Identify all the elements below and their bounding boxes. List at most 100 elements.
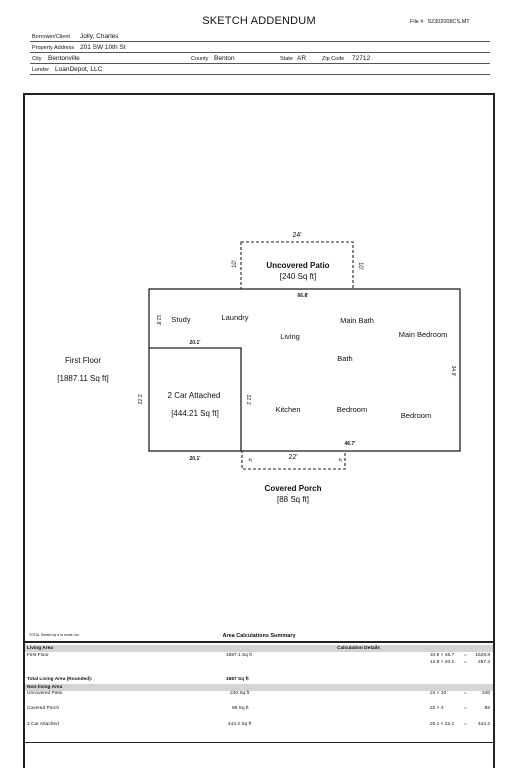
table-row: Covered Porch 88 Sq ft xyxy=(25,706,493,713)
dim-porch-width: 22' xyxy=(288,454,297,461)
area-summary-divider xyxy=(23,641,495,643)
address-label: Property Address xyxy=(32,45,75,51)
calc-eq: = xyxy=(464,660,467,665)
file-number-value: S2302008CS.MT xyxy=(427,19,470,25)
dim-garage-left: 22.1' xyxy=(138,394,144,405)
first-floor-name: First Floor xyxy=(27,653,49,658)
calc-line: 20.1 × 22.1 = 444.2 xyxy=(430,722,490,729)
file-number: File #S2302008CS.MT xyxy=(410,19,470,25)
city-value: Bentonville xyxy=(48,55,80,62)
room-bedroom: Bedroom xyxy=(337,405,367,414)
nonliving-name: 2 Car Attached xyxy=(27,722,59,727)
first-floor-area: [1887.11 Sq ft] xyxy=(57,374,108,383)
table-row: First Floor 1887.1 Sq ft xyxy=(25,653,493,660)
garage-area: [444.21 Sq ft] xyxy=(171,409,219,418)
room-living: Living xyxy=(280,332,300,341)
room-study: Study xyxy=(171,315,190,324)
address-value: 201 SW 10th St xyxy=(80,44,126,51)
table-row: 2 Car Attached 444.2 Sq ft xyxy=(25,722,493,729)
zip-label: Zip Code xyxy=(322,56,345,62)
calc-line: 34.9 × 46.7 = 1629.8 xyxy=(430,653,490,660)
porch-area: [88 Sq ft] xyxy=(277,495,309,504)
room-bath: Bath xyxy=(337,354,352,363)
county-label: County xyxy=(191,56,209,62)
dim-garage-top: 20.1' xyxy=(190,340,201,346)
calc-eq: = xyxy=(464,722,467,727)
dim-top: 66.8' xyxy=(298,293,309,299)
dim-porch-right: 4' xyxy=(336,458,342,462)
first-floor-outline xyxy=(148,288,461,452)
dim-patio-width: 24' xyxy=(292,232,301,239)
total-living-label: Total Living Area (Rounded): xyxy=(27,677,93,682)
state-label: State xyxy=(280,56,293,62)
dim-study-side: 12.8' xyxy=(155,315,161,326)
total-living-value: 1887 Sq ft xyxy=(226,677,249,682)
calc-expr: 20.1 × 22.1 xyxy=(430,722,455,727)
nonliving-header-row: Non-living Area xyxy=(25,684,493,691)
living-area-header: Living Area xyxy=(27,645,53,651)
area-summary-bottom-rule xyxy=(23,742,495,743)
lender-row: Lender LoanDepot, LLC xyxy=(30,64,490,75)
garage-label: 2 Car Attached xyxy=(168,391,221,400)
nonliving-name: Covered Porch xyxy=(27,706,59,711)
dim-bottom-left: 20.1' xyxy=(190,456,201,462)
room-bedroom: Bedroom xyxy=(401,411,431,420)
calc-expr: 24 × 10 xyxy=(430,691,447,696)
table-row: Uncovered Patio 240 Sq ft xyxy=(25,691,493,698)
address-row: Property Address 201 SW 10th St xyxy=(30,42,490,53)
calc-eq: = xyxy=(464,706,467,711)
calc-expr: 12.8 × 20.1 xyxy=(430,660,455,665)
porch-label: Covered Porch xyxy=(265,484,322,493)
nonliving-value: 444.2 Sq ft xyxy=(228,722,252,727)
first-floor-value: 1887.1 Sq ft xyxy=(226,653,252,658)
first-floor-label: First Floor xyxy=(65,356,101,365)
dim-garage-right: 22.1' xyxy=(245,395,251,406)
zip-value: 72712 xyxy=(352,55,371,62)
garage-walls xyxy=(149,347,242,451)
borrower-value: Jolly, Charles xyxy=(80,33,119,40)
calc-line: 22 × 4 = 88 xyxy=(430,706,490,713)
calc-result: 88 xyxy=(484,706,490,711)
calc-details-header: Calculation Details xyxy=(337,645,380,651)
area-summary-title: Area Calculations Summary xyxy=(222,633,296,639)
location-row: City Bentonville County Benton State AR … xyxy=(30,53,490,64)
patio-area: [240 Sq ft] xyxy=(280,272,316,281)
city-label: City xyxy=(32,56,42,62)
file-number-label: File # xyxy=(410,19,424,25)
software-credit: TOTAL Sketch by a la mode, inc. xyxy=(29,633,80,637)
nonliving-name: Uncovered Patio xyxy=(27,691,63,696)
nonliving-value: 88 Sq ft xyxy=(232,706,249,711)
borrower-label: Borrower/Client xyxy=(32,34,70,40)
county-value: Benton xyxy=(214,55,235,62)
room-main-bath: Main Bath xyxy=(340,316,374,325)
calc-expr: 34.9 × 46.7 xyxy=(430,653,455,658)
dim-porch-left: 4' xyxy=(246,458,252,462)
living-area-header-row: Living Area Calculation Details xyxy=(25,645,493,652)
calc-line: 12.8 × 20.1 = 257.3 xyxy=(430,660,490,667)
total-living-row: Total Living Area (Rounded): 1887 Sq ft xyxy=(25,677,493,684)
borrower-row: Borrower/Client Jolly, Charles xyxy=(30,31,490,42)
calc-result: 444.2 xyxy=(477,722,490,727)
nonliving-header: Non-living Area xyxy=(27,684,63,690)
lender-value: LoanDepot, LLC xyxy=(55,66,103,73)
lender-label: Lender xyxy=(32,67,50,73)
calc-line: 24 × 10 = 240 xyxy=(430,691,490,698)
dim-patio-right: 10' xyxy=(357,262,363,270)
calc-eq: = xyxy=(464,653,467,658)
dim-lower-right: 46.7' xyxy=(345,441,356,447)
calc-expr: 22 × 4 xyxy=(430,706,444,711)
calc-result: 1629.8 xyxy=(475,653,490,658)
calc-result: 240 xyxy=(481,691,490,696)
dim-right-side: 34.9' xyxy=(450,366,456,377)
room-main-bedroom: Main Bedroom xyxy=(399,330,448,339)
sketch-frame xyxy=(23,93,495,768)
calc-eq: = xyxy=(464,691,467,696)
page-title: SKETCH ADDENDUM xyxy=(202,15,316,27)
room-kitchen: Kitchen xyxy=(275,405,300,414)
dim-patio-left: 10' xyxy=(232,260,238,268)
nonliving-value: 240 Sq ft xyxy=(230,691,250,696)
room-laundry: Laundry xyxy=(221,313,248,322)
calc-result: 257.3 xyxy=(477,660,490,665)
floor-plan-sketch: First Floor [1887.11 Sq ft] Uncovered Pa… xyxy=(57,232,461,504)
state-value: AR xyxy=(297,55,307,62)
